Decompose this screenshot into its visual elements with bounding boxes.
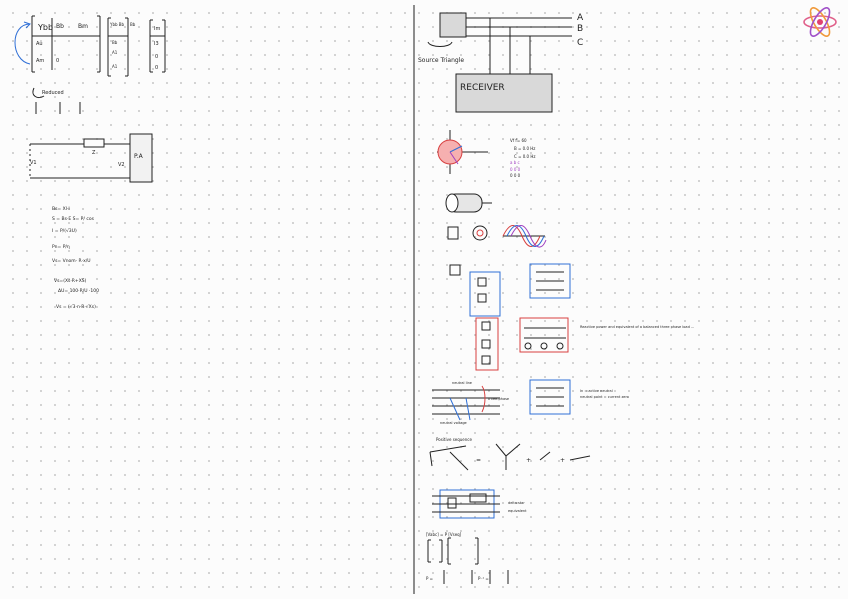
equations-block: Bs= Xl·I S = Bs·E S= P/ cos I = P/(√3U) … <box>52 206 99 310</box>
svg-text:0 0 0: 0 0 0 <box>510 173 521 178</box>
phasor-notes: Vf f= 60 B = 0.0 Hz C = 0.0 Hz a b c 0 0… <box>510 138 535 178</box>
svg-text:Z: Z <box>92 150 96 156</box>
svg-text:In = active neutral: In = active neutral <box>580 389 613 393</box>
svg-text:S = Bs·E S= P/ cos: S = Bs·E S= P/ cos <box>52 216 95 222</box>
bus-sketch <box>432 489 500 519</box>
atom-logo-icon[interactable] <box>803 5 837 39</box>
svg-text:Bm: Bm <box>78 23 88 30</box>
svg-text:I = P/(√3U): I = P/(√3U) <box>52 228 77 234</box>
svg-text:V1: V1 <box>30 160 37 166</box>
svg-text:0: 0 <box>155 65 158 71</box>
svg-text:Bb: Bb <box>130 22 136 27</box>
star-delta-sketches <box>449 263 571 371</box>
svg-text:V2: V2 <box>118 162 125 168</box>
waveform-sketch <box>447 225 547 248</box>
svg-text:A1: A1 <box>112 50 118 55</box>
svg-text:I3: I3 <box>154 41 159 47</box>
svg-text:Pn= P/η: Pn= P/η <box>52 244 70 250</box>
line-circuit-sketch <box>29 133 153 183</box>
three-phase-source-diagram <box>427 12 572 113</box>
svg-text:three-phase: three-phase <box>488 397 509 401</box>
side-note: Reactive power and equivalent of a balan… <box>580 325 694 329</box>
svg-text:Reactive power and equivalent: Reactive power and equivalent of a balan… <box>580 325 694 329</box>
matrix-sketch <box>14 15 166 114</box>
svg-text:Vs = (√3·n·R·√Xs): Vs = (√3·n·R·√Xs) <box>56 304 96 310</box>
svg-text:Ybb: Ybb <box>37 23 53 32</box>
phasor-diagram <box>437 130 488 174</box>
svg-text:Ybb Bb: Ybb Bb <box>109 22 125 27</box>
svg-text:Vs=(Xs·R+XS): Vs=(Xs·R+XS) <box>54 278 87 284</box>
svg-text:P =: P = <box>426 576 433 581</box>
svg-text:0: 0 <box>155 54 158 60</box>
final-matrix-sketch <box>427 537 509 584</box>
svg-text:=: = <box>476 457 481 464</box>
svg-text:+: + <box>526 457 531 464</box>
phase-c-label: C <box>577 38 583 48</box>
svg-text:+: + <box>560 457 565 464</box>
vector-sketches <box>429 443 591 471</box>
svg-text:Au: Au <box>36 41 43 47</box>
svg-text:Positive sequence: Positive sequence <box>436 437 473 442</box>
transmission-sketch <box>432 379 571 421</box>
svg-text:A1: A1 <box>112 64 118 69</box>
svg-text:neutral line: neutral line <box>452 381 472 385</box>
svg-text:neutral point = current zero: neutral point = current zero <box>580 395 629 399</box>
phase-b-label: B <box>577 24 583 34</box>
svg-text:ΔU= 100·R/U ·100: ΔU= 100·R/U ·100 <box>58 288 99 294</box>
svg-text:Im: Im <box>154 26 160 32</box>
svg-text:Reduced: Reduced <box>42 90 64 96</box>
load-box-label: RECEIVER <box>460 83 505 93</box>
gen-label: P.A <box>134 153 144 160</box>
svg-text:Bb: Bb <box>112 40 118 45</box>
svg-text:C = 0.0 Hz: C = 0.0 Hz <box>514 154 535 159</box>
svg-text:Vs= Vnom· R·x/U: Vs= Vnom· R·x/U <box>52 258 91 264</box>
source-note: Source Triangle <box>418 57 464 64</box>
phase-a-label: A <box>577 13 584 23</box>
svg-text:Bb: Bb <box>56 23 64 30</box>
svg-text:a b c: a b c <box>510 160 520 165</box>
svg-text:[Vabc] = P [Vseq]: [Vabc] = P [Vseq] <box>426 532 462 537</box>
svg-text:Bs= Xl·I: Bs= Xl·I <box>52 206 70 212</box>
svg-text:B = 0.0 Hz: B = 0.0 Hz <box>514 146 535 151</box>
svg-text:equivalent: equivalent <box>508 509 527 513</box>
svg-text:Am: Am <box>36 58 44 64</box>
svg-text:0 0 0: 0 0 0 <box>510 167 521 172</box>
svg-text:neutral voltage: neutral voltage <box>440 421 467 425</box>
svg-text:P⁻¹ =: P⁻¹ = <box>478 576 489 581</box>
svg-text:delta star: delta star <box>508 501 525 505</box>
svg-text:0: 0 <box>56 58 59 64</box>
svg-text:Vf f= 60: Vf f= 60 <box>510 138 527 143</box>
motor-sketch <box>445 193 492 213</box>
